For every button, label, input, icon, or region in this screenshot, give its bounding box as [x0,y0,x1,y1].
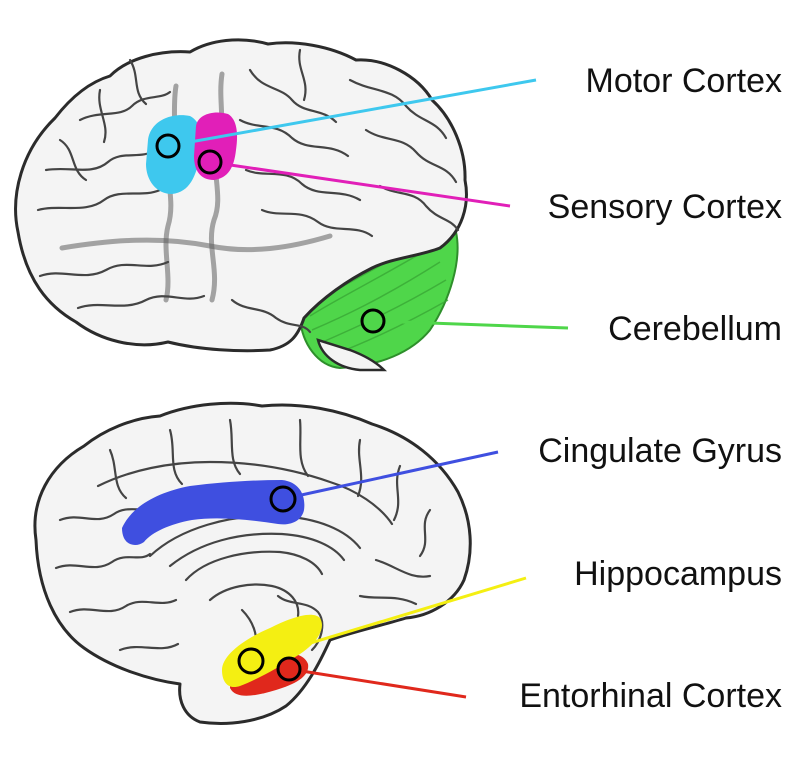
lateral-brain-view [14,38,569,372]
motor-cortex-label: Motor Cortex [586,62,783,100]
motor-cortex-marker [155,133,181,159]
motor-cortex-leader [167,78,537,148]
cingulate-gyrus-label: Cingulate Gyrus [538,432,782,470]
cingulate-gyrus-marker [269,485,297,513]
cingulate-gyrus-region [122,480,305,546]
hippocampus-label: Hippocampus [574,555,782,593]
cerebellum-leader [372,319,569,330]
cingulate-gyrus-leader [282,450,499,501]
cerebellum-marker [360,308,386,334]
entorhinal-cortex-leader [288,667,467,699]
region-labels: Motor Cortex Sensory Cortex Cerebellum C… [519,62,782,715]
hippocampus-marker [237,647,265,675]
sensory-cortex-label: Sensory Cortex [548,188,782,226]
medial-brain-view [33,401,527,725]
brainstem [316,338,388,372]
entorhinal-cortex-label: Entorhinal Cortex [519,677,782,715]
sensory-cortex-marker [197,149,223,175]
entorhinal-cortex-marker [276,656,302,682]
sensory-cortex-leader [209,160,511,208]
cerebellum-label: Cerebellum [608,310,782,348]
hippocampus-leader [250,576,527,663]
cerebrum-outline [14,38,468,353]
